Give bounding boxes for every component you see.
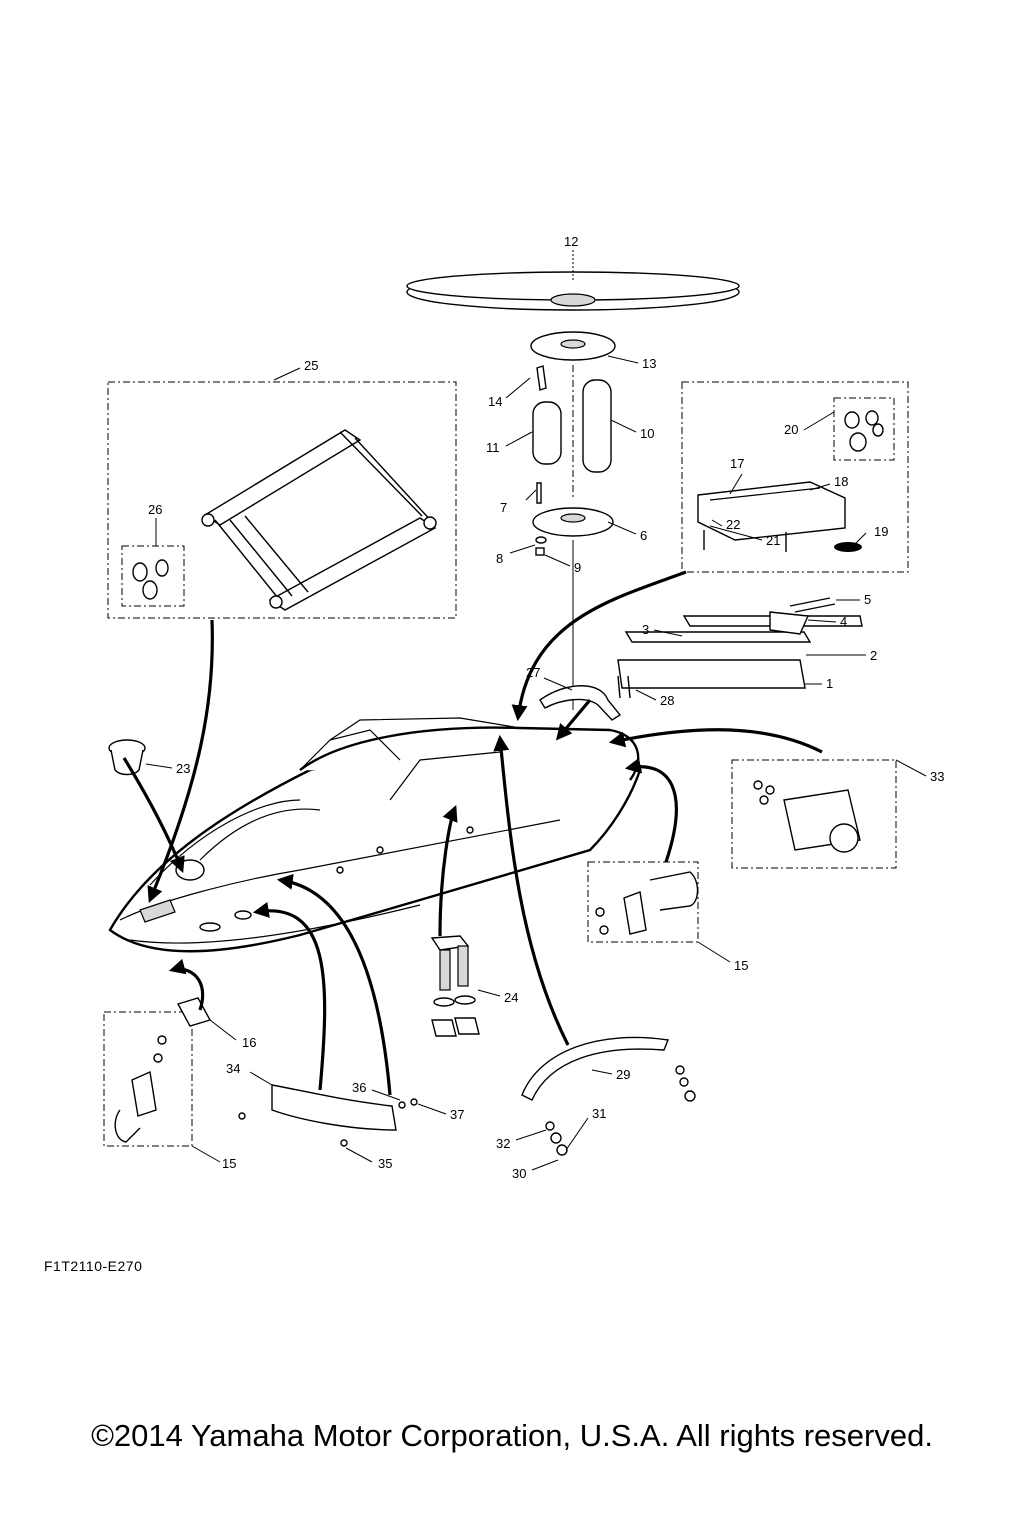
callout-23: 23 <box>176 761 190 776</box>
grab-handle <box>271 1084 397 1131</box>
callout-18: 18 <box>834 474 848 489</box>
callout-1: 1 <box>826 676 833 691</box>
callout-8: 8 <box>496 551 503 566</box>
callout-numbers: 1 2 3 4 5 6 7 8 9 10 11 12 13 14 15 15 1… <box>148 234 944 1181</box>
copyright-notice: ©2014 Yamaha Motor Corporation, U.S.A. A… <box>91 1418 933 1453</box>
callout-22: 22 <box>726 517 740 532</box>
callout-29: 29 <box>616 1067 630 1082</box>
table-assembly <box>406 250 740 710</box>
callout-15-left: 15 <box>222 1156 236 1171</box>
cup-holder <box>108 739 146 776</box>
callout-14: 14 <box>488 394 502 409</box>
callout-31: 31 <box>592 1106 606 1121</box>
tie-down-box-right <box>587 861 699 943</box>
callout-21: 21 <box>766 533 780 548</box>
callout-6: 6 <box>640 528 647 543</box>
hose-27 <box>539 685 622 721</box>
callout-26: 26 <box>148 502 162 517</box>
callout-9: 9 <box>574 560 581 575</box>
callout-19: 19 <box>874 524 888 539</box>
rail-assembly <box>617 597 863 689</box>
callout-11: 11 <box>486 440 500 455</box>
callout-3: 3 <box>642 622 649 637</box>
callout-13: 13 <box>642 356 656 371</box>
callout-15-right: 15 <box>734 958 748 973</box>
pin-14 <box>536 365 547 391</box>
callout-25: 25 <box>304 358 318 373</box>
bracket-16 <box>176 997 212 1027</box>
pedestal-short <box>532 401 562 465</box>
callout-4: 4 <box>840 614 847 629</box>
callout-12: 12 <box>564 234 578 249</box>
callout-17: 17 <box>730 456 744 471</box>
leader-lines <box>145 355 927 1171</box>
callout-5: 5 <box>864 592 871 607</box>
bow-eye-fittings <box>430 935 480 1037</box>
callout-27: 27 <box>526 665 540 680</box>
ladder-box <box>107 381 457 619</box>
diagram-code: F1T2110-E270 <box>44 1258 143 1274</box>
callout-32: 32 <box>496 1136 510 1151</box>
ladder-bumpers <box>132 559 169 600</box>
callout-24: 24 <box>504 990 518 1005</box>
tie-down-box-left <box>103 1011 193 1147</box>
callout-34: 34 <box>226 1061 240 1076</box>
ladder <box>201 429 437 611</box>
tow-rail <box>521 1036 669 1101</box>
callout-28: 28 <box>660 693 674 708</box>
assembly-arrows <box>122 570 823 1096</box>
callout-20: 20 <box>784 422 798 437</box>
pedestal-long <box>582 379 612 473</box>
callout-16: 16 <box>242 1035 256 1050</box>
callout-36: 36 <box>352 1080 366 1095</box>
callout-10: 10 <box>640 426 654 441</box>
ski-tow-box <box>731 759 897 869</box>
callout-37: 37 <box>450 1107 464 1122</box>
screw-7 <box>536 482 542 504</box>
callout-7: 7 <box>500 500 507 515</box>
callout-30: 30 <box>512 1166 526 1181</box>
callout-35: 35 <box>378 1156 392 1171</box>
boat-hull <box>108 717 642 953</box>
callout-33: 33 <box>930 769 944 784</box>
callout-2: 2 <box>870 648 877 663</box>
seat-base-box <box>681 381 909 573</box>
